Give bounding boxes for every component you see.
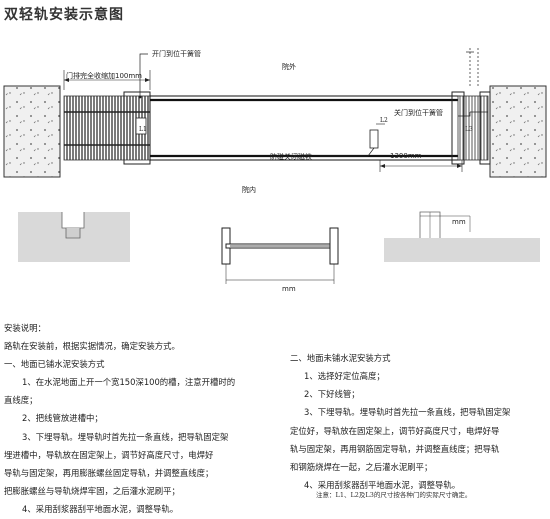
retracted-gate — [63, 91, 151, 165]
left-step-line: 直线度； — [4, 395, 38, 406]
dimension-1300 — [379, 160, 463, 172]
left-step-line: 埋进槽中，导轨放在固定架上，调节好高度尺寸，电焊好 — [4, 449, 214, 460]
right-pillar — [489, 85, 547, 178]
section-surface — [384, 211, 540, 262]
left-step-line: 1、在水泥地面上开一个宽150深100的槽，注意开槽时的 — [22, 377, 236, 387]
l3-label: L3 — [465, 126, 473, 133]
section-mm-label-1: mm — [282, 285, 296, 293]
plan-diagram — [3, 48, 547, 284]
corner-marker — [466, 48, 479, 86]
left-step-line: 2、把线管放进槽中； — [22, 413, 103, 424]
magnet-block — [369, 129, 379, 149]
rails — [149, 95, 461, 161]
l1-label: L1 — [139, 126, 147, 133]
left-step-line: 4、采用刮浆器刮平地面水泥，调整导轨。 — [22, 504, 179, 515]
left-pillar — [3, 85, 61, 178]
magnet-label: 防碰关闭磁铁 — [270, 153, 312, 161]
outside-label: 院外 — [282, 63, 296, 71]
left-step-line: 3、下埋导轨。埋导轨时首先拉一条直线，把导轨固定架 — [22, 431, 229, 442]
instructions-heading: 安装说明： — [4, 323, 46, 333]
right-step-line: 1、选择好定位高度； — [304, 371, 385, 381]
inside-label: 院内 — [242, 186, 256, 194]
close-switch-label: 关门到位干簧管 — [394, 109, 443, 117]
leader-close-switch — [458, 112, 471, 117]
open-switch-label: 开门到位干簧管 — [152, 50, 201, 58]
right-steps: 1、选择好定位高度； 2、下好线管； 3、下埋导轨。埋导轨时首先拉一条直线，把导… — [290, 367, 510, 494]
section-rail-profile — [221, 227, 339, 284]
page-title: 双轻轨安装示意图 — [4, 7, 124, 23]
left-section-title: 一、地面已铺水泥安装方式 — [4, 359, 105, 369]
left-step-line: 导轨与固定架，再用膨胀螺丝固定导轨，并调整直线度； — [4, 468, 214, 479]
right-section-title: 二、地面未铺水泥安装方式 — [290, 353, 391, 363]
section-recessed — [18, 212, 130, 262]
dimension-1300-label: 1300mm — [390, 152, 422, 160]
right-step-line: 2、下好线管； — [304, 389, 360, 400]
leader-open-switch — [139, 53, 148, 97]
right-step-line: 4、采用刮浆器刮平地面水泥，调整导轨。 — [304, 480, 461, 491]
l2-label: L2 — [380, 117, 388, 124]
right-step-line: 和钢筋烧焊在一起，之后灌水泥刷平； — [290, 462, 433, 473]
left-step-line: 把膨胀螺丝与导轨烧焊牢固，之后灌水泥刷平； — [4, 486, 180, 497]
instructions-intro: 路轨在安装前，根据实据情况，确定安装方式。 — [4, 341, 180, 351]
shrink-dimension — [63, 70, 151, 90]
right-step-line: 轨与固定架，再用钢筋固定导轨，并调整直线度；把导轨 — [290, 443, 500, 454]
section-mm-label-2: mm — [452, 218, 466, 226]
gate-head — [451, 91, 491, 165]
left-steps: 1、在水泥地面上开一个宽150深100的槽，注意开槽时的 直线度； 2、把线管放… — [4, 373, 235, 519]
shrink-label: 门排完全收缩加100mm — [66, 72, 142, 80]
right-step-line: 3、下埋导轨。埋导轨时首先拉一条直线，把导轨固定架 — [304, 407, 511, 418]
dimension-note: 注意：L1、L2及L3的尺寸按各种门的实际尺寸确定。 — [316, 491, 472, 499]
right-step-line: 定位好，导轨放在固定架上，调节好高度尺寸，电焊好导 — [290, 425, 500, 436]
leader-magnet — [320, 147, 375, 157]
